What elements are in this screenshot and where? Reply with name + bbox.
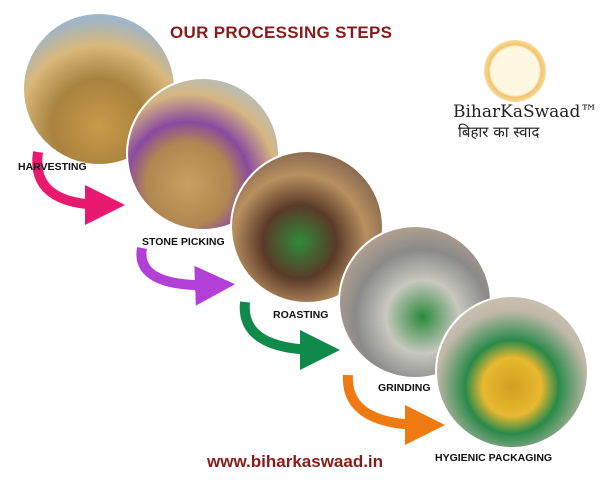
arrow-harvesting <box>32 151 125 225</box>
arrow-stone-picking <box>136 247 235 306</box>
step-label-grinding: GRINDING <box>378 382 431 394</box>
brand-name: BiharKaSwaad™ <box>453 102 598 122</box>
arrow-roasting <box>239 301 340 370</box>
arrow-grinding <box>342 374 445 445</box>
step-label-stone-picking: STONE PICKING <box>142 236 225 248</box>
page-title: OUR PROCESSING STEPS <box>170 23 393 42</box>
step-label-harvesting: HARVESTING <box>18 161 87 173</box>
brand-hindi: बिहार का स्वाद <box>458 123 540 141</box>
step-label-roasting: ROASTING <box>273 309 329 321</box>
website-link[interactable]: www.biharkaswaad.in <box>207 452 384 471</box>
brand-logo <box>484 40 546 102</box>
packaging-photo <box>435 295 589 449</box>
step-label-packaging: HYGIENIC PACKAGING <box>435 452 553 464</box>
